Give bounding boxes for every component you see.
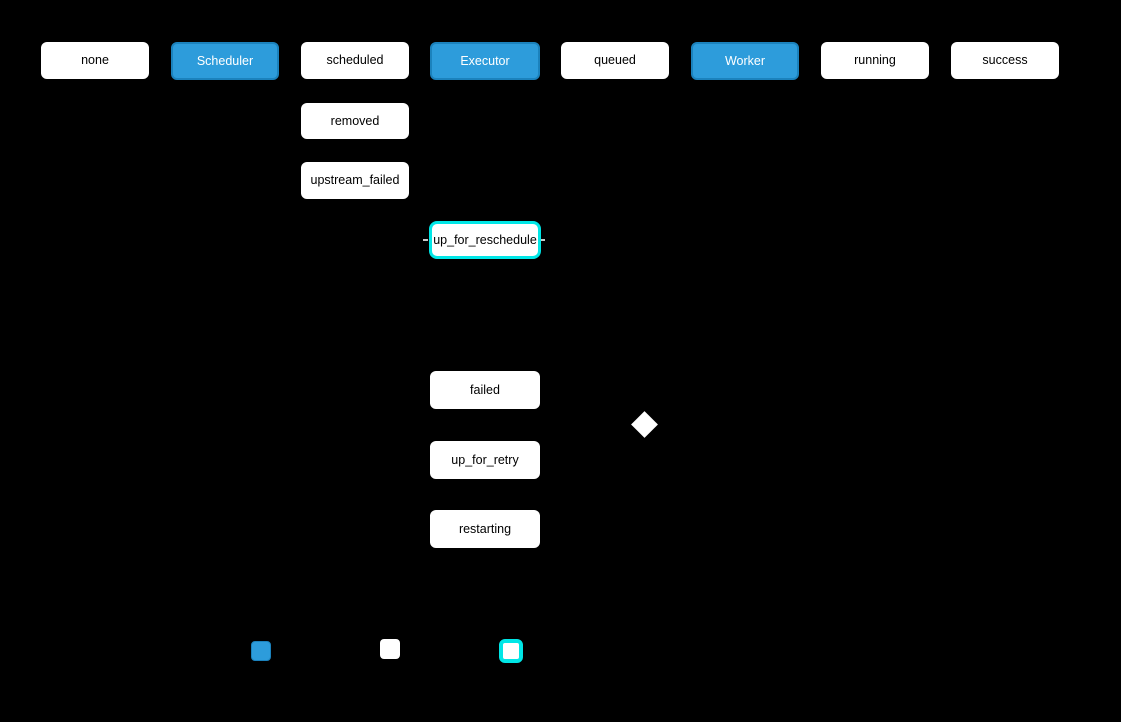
node-upstream-failed: upstream_failed: [301, 162, 409, 199]
legend-swatch-cyan-outline: [499, 639, 523, 663]
node-queued: queued: [561, 42, 669, 79]
legend-swatch-blue: [251, 641, 271, 661]
node-removed: removed: [301, 103, 409, 139]
node-failed: failed: [430, 371, 540, 409]
node-success: success: [951, 42, 1059, 79]
node-up-for-reschedule: up_for_reschedule: [429, 221, 541, 259]
connector-stub-left: [423, 239, 428, 241]
node-none: none: [41, 42, 149, 79]
node-executor: Executor: [430, 42, 540, 80]
legend-swatch-white: [380, 639, 400, 659]
node-running: running: [821, 42, 929, 79]
node-worker: Worker: [691, 42, 799, 80]
node-up-for-retry: up_for_retry: [430, 441, 540, 479]
node-restarting: restarting: [430, 510, 540, 548]
decision-diamond-icon: [631, 411, 658, 438]
node-scheduled: scheduled: [301, 42, 409, 79]
connector-stub-right: [541, 239, 545, 241]
node-scheduler: Scheduler: [171, 42, 279, 80]
